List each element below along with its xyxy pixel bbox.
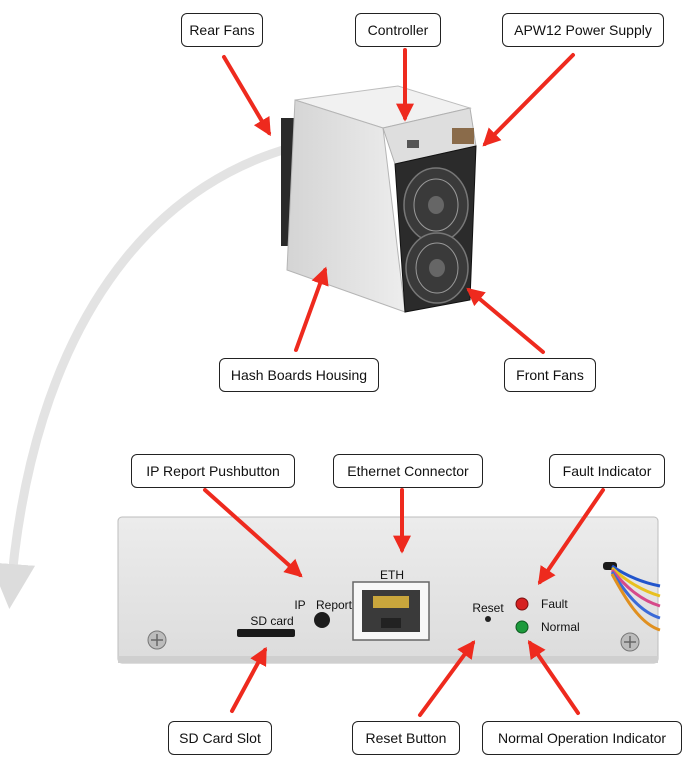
callout-apw12: APW12 Power Supply	[502, 13, 664, 47]
screw-right	[620, 632, 640, 652]
arrow-ip-report	[203, 488, 303, 578]
panel-report-label: Report	[316, 598, 353, 612]
front-fan-lower-hub	[429, 259, 445, 277]
arrow-normal	[527, 640, 580, 715]
psu-wires	[603, 562, 661, 632]
controller-port	[407, 140, 419, 148]
miner-unit	[281, 85, 477, 313]
panel-fault-label: Fault	[541, 597, 568, 611]
arrow-rear-fans	[222, 55, 271, 137]
callout-sd-slot: SD Card Slot	[168, 721, 272, 755]
panel-reset-label: Reset	[472, 601, 504, 615]
callout-hash-boards: Hash Boards Housing	[219, 358, 379, 392]
normal-led	[515, 620, 529, 634]
fault-led	[515, 597, 529, 611]
ip-report-button	[314, 612, 330, 628]
arrow-sd-slot	[230, 646, 267, 713]
callout-normal: Normal Operation Indicator	[482, 721, 682, 755]
arrow-front-fans	[466, 287, 545, 354]
front-fan-lower-grill	[415, 242, 459, 294]
callout-front-fans: Front Fans	[504, 358, 596, 392]
callout-ip-report: IP Report Pushbutton	[131, 454, 295, 488]
callout-rear-fans: Rear Fans	[181, 13, 263, 47]
arrow-hash-boards	[294, 266, 329, 352]
arrow-reset	[418, 640, 476, 717]
control-panel: ETH IP Report Reset Fault Normal SD card	[117, 516, 661, 664]
callout-ethernet: Ethernet Connector	[333, 454, 483, 488]
zoom-arrow	[0, 135, 326, 609]
reset-pinhole	[485, 616, 491, 622]
arrow-apw12	[482, 53, 575, 147]
ethernet-port-latch	[381, 618, 401, 628]
panel-bottom-edge	[118, 656, 658, 663]
arrow-fault	[537, 488, 605, 585]
panel-normal-label: Normal	[541, 620, 580, 634]
front-fan-upper-hub	[428, 196, 444, 214]
ethernet-port-contacts	[373, 596, 409, 608]
panel-ip-label: IP	[294, 598, 305, 612]
front-fan-upper-grill	[413, 178, 459, 232]
callout-reset: Reset Button	[352, 721, 460, 755]
panel-eth-label: ETH	[380, 568, 404, 582]
callout-controller: Controller	[355, 13, 441, 47]
sd-card-slot	[237, 629, 295, 637]
psu-cable	[452, 128, 474, 144]
callout-fault: Fault Indicator	[549, 454, 665, 488]
callout-arrows	[203, 48, 605, 717]
panel-sd-card-label: SD card	[250, 614, 293, 628]
screw-left	[147, 630, 167, 650]
